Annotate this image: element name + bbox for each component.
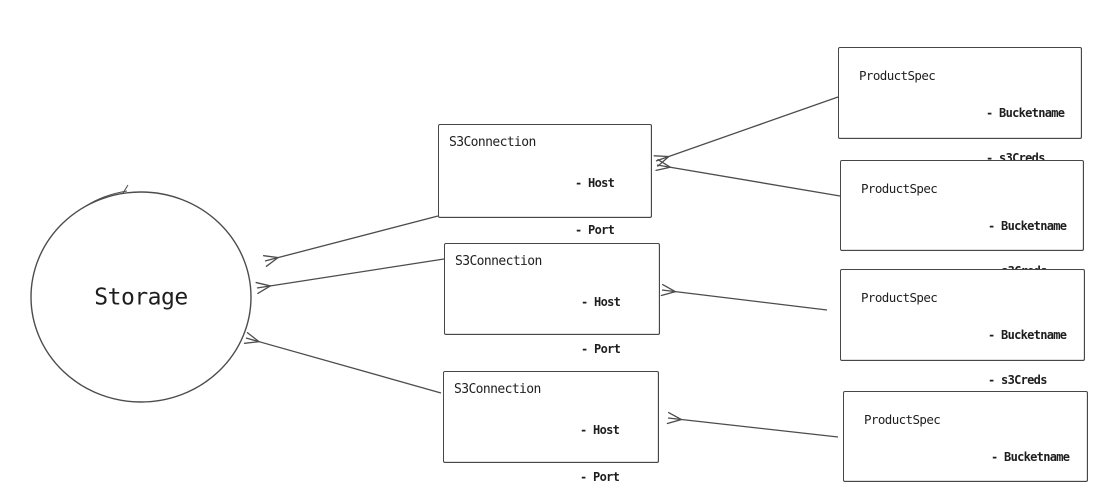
product-spec-4-attributes: - Bucketname - s3Creds: [991, 420, 1070, 493]
arrow-s3-connection-3-to-storage[interactable]: [246, 338, 442, 394]
product-spec-2-title: ProductSpec: [861, 181, 938, 196]
product-spec-1-title: ProductSpec: [859, 68, 936, 83]
s3-connection-3-title: S3Connection: [454, 382, 541, 397]
product-spec-box-4[interactable]: ProductSpec - Bucketname - s3Creds: [843, 391, 1088, 482]
attribute-item: - Port: [575, 222, 615, 237]
arrow-product-spec-2-to-s3-connection-1[interactable]: [657, 165, 841, 197]
s3-connection-2-title: S3Connection: [455, 254, 542, 269]
attribute-item: - s3Creds: [988, 373, 1047, 387]
arrow-product-spec-4-to-s3-connection-3[interactable]: [668, 418, 839, 438]
attribute-item: - Host: [580, 422, 620, 437]
product-spec-3-attributes: - Bucketname - s3Creds: [988, 298, 1067, 418]
attribute-item: - Host: [581, 294, 621, 309]
product-spec-3-title: ProductSpec: [861, 290, 938, 305]
arrow-product-spec-3-to-s3-connection-2[interactable]: [662, 290, 828, 311]
arrow-s3-connection-2-to-storage[interactable]: [257, 258, 445, 288]
product-spec-box-2[interactable]: ProductSpec - Bucketname - s3Creds: [840, 160, 1084, 278]
attribute-item: - Host: [575, 175, 615, 190]
attribute-item: - Bucketname: [988, 328, 1067, 342]
attribute-item: - Bucketname: [986, 106, 1065, 120]
product-spec-4-title: ProductSpec: [864, 412, 941, 427]
circle-sketch-stroke: [85, 190, 128, 207]
attribute-item: - Port: [581, 341, 621, 356]
attribute-item: - Bucketname: [988, 219, 1067, 233]
attribute-item: - Bucketname: [991, 450, 1070, 464]
arrow-s3-connection-1-to-storage[interactable]: [265, 215, 439, 261]
s3-connection-box-3[interactable]: S3Connection - Host - Port - TLS: [443, 371, 659, 484]
storage-circle[interactable]: [30, 191, 252, 403]
storage-label[interactable]: Storage: [94, 284, 188, 311]
s3-connection-3-attributes: - Host - Port - TLS: [580, 391, 620, 493]
product-spec-box-1[interactable]: ProductSpec - Bucketname - s3Creds: [838, 47, 1082, 165]
s3-connection-1-title: S3Connection: [449, 135, 536, 150]
attribute-item: - Port: [580, 469, 620, 484]
s3-connection-box-1[interactable]: S3Connection - Host - Port - TLS: [438, 124, 652, 284]
arrow-product-spec-1-to-s3-connection-1[interactable]: [656, 96, 839, 161]
circle-sketch-tick: [122, 184, 129, 194]
product-spec-box-3[interactable]: ProductSpec - Bucketname - s3Creds: [840, 269, 1085, 387]
s3-connection-box-2[interactable]: S3Connection - Host - Port - TLS: [444, 243, 660, 403]
